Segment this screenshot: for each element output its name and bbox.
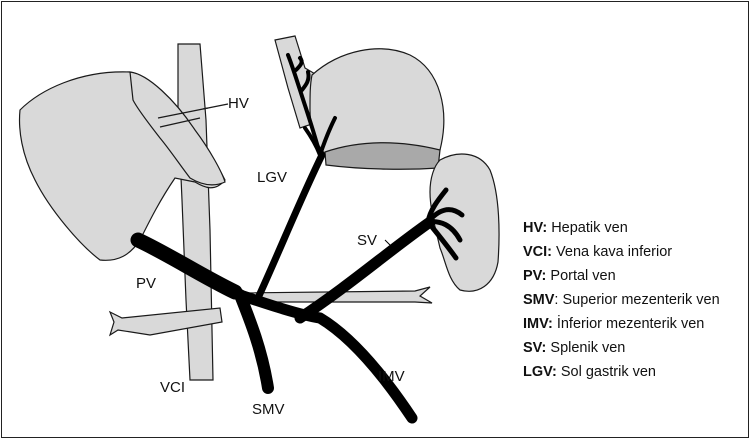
stomach-shade: [325, 143, 440, 170]
label-sv: SV: [357, 232, 377, 249]
legend-text: : Superior mezenterik ven: [554, 292, 719, 308]
legend-item-smv: SMV: Superior mezenterik ven: [523, 288, 720, 312]
legend-abbr: IMV:: [523, 316, 553, 332]
legend-abbr: SMV: [523, 292, 554, 308]
label-vci: VCI: [160, 379, 185, 396]
legend-item-lgv: LGV: Sol gastrik ven: [523, 360, 720, 384]
legend-item-sv: SV: Splenik ven: [523, 336, 720, 360]
legend: HV: Hepatik ven VCI: Vena kava inferior …: [523, 216, 720, 384]
label-imv: IMV: [378, 368, 405, 385]
legend-text: İnferior mezenterik ven: [553, 316, 705, 332]
legend-item-imv: IMV: İnferior mezenterik ven: [523, 312, 720, 336]
legend-abbr: PV:: [523, 268, 546, 284]
label-pv: PV: [136, 275, 156, 292]
legend-item-pv: PV: Portal ven: [523, 264, 720, 288]
legend-abbr: SV:: [523, 340, 546, 356]
legend-item-hv: HV: Hepatik ven: [523, 216, 720, 240]
legend-text: Vena kava inferior: [552, 244, 672, 260]
label-hv: HV: [228, 95, 249, 112]
legend-abbr: HV:: [523, 220, 547, 236]
legend-text: Splenik ven: [546, 340, 625, 356]
legend-text: Sol gastrik ven: [557, 364, 656, 380]
legend-text: Portal ven: [546, 268, 615, 284]
legend-text: Hepatik ven: [547, 220, 628, 236]
label-smv: SMV: [252, 401, 285, 418]
legend-item-vci: VCI: Vena kava inferior: [523, 240, 720, 264]
label-lgv: LGV: [257, 169, 287, 186]
legend-abbr: LGV:: [523, 364, 557, 380]
legend-abbr: VCI:: [523, 244, 552, 260]
superior-mesenteric-vein: [240, 295, 268, 388]
